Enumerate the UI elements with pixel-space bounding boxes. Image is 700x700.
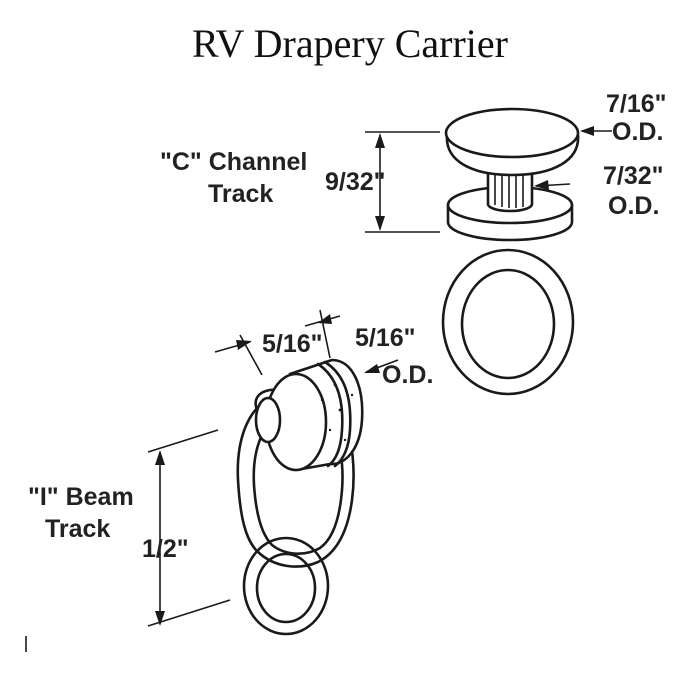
c-stem-od-label: O.D. bbox=[608, 192, 659, 220]
i-beam-od-value: 5/16" bbox=[355, 324, 416, 352]
c-channel-track-label-2: Track bbox=[208, 180, 273, 208]
i-beam-track-label-2: Track bbox=[45, 515, 110, 543]
c-top-od-arrow bbox=[580, 126, 612, 136]
c-stem-od-arrow bbox=[534, 180, 571, 190]
diagram-title: RV Drapery Carrier bbox=[192, 21, 508, 66]
c-channel-height-label: 9/32" bbox=[325, 168, 386, 196]
c-channel-carrier-drawing bbox=[441, 107, 580, 396]
i-beam-width-label: 5/16" bbox=[262, 330, 323, 358]
c-stem-od-value: 7/32" bbox=[603, 162, 664, 190]
i-beam-od-label: O.D. bbox=[382, 361, 433, 389]
c-channel-track-label: "C" Channel bbox=[160, 148, 307, 176]
c-top-od-value: 7/16" bbox=[606, 90, 667, 118]
i-beam-height-dimension bbox=[147, 429, 231, 627]
c-channel-height-dimension bbox=[365, 131, 440, 233]
i-beam-height-label: 1/2" bbox=[142, 535, 189, 563]
i-beam-width-dimension bbox=[214, 309, 341, 376]
i-beam-carrier-drawing bbox=[236, 358, 364, 636]
i-beam-track-label: "I" Beam bbox=[28, 483, 134, 511]
i-beam-od-arrow bbox=[364, 359, 399, 373]
c-top-od-label: O.D. bbox=[612, 118, 663, 146]
